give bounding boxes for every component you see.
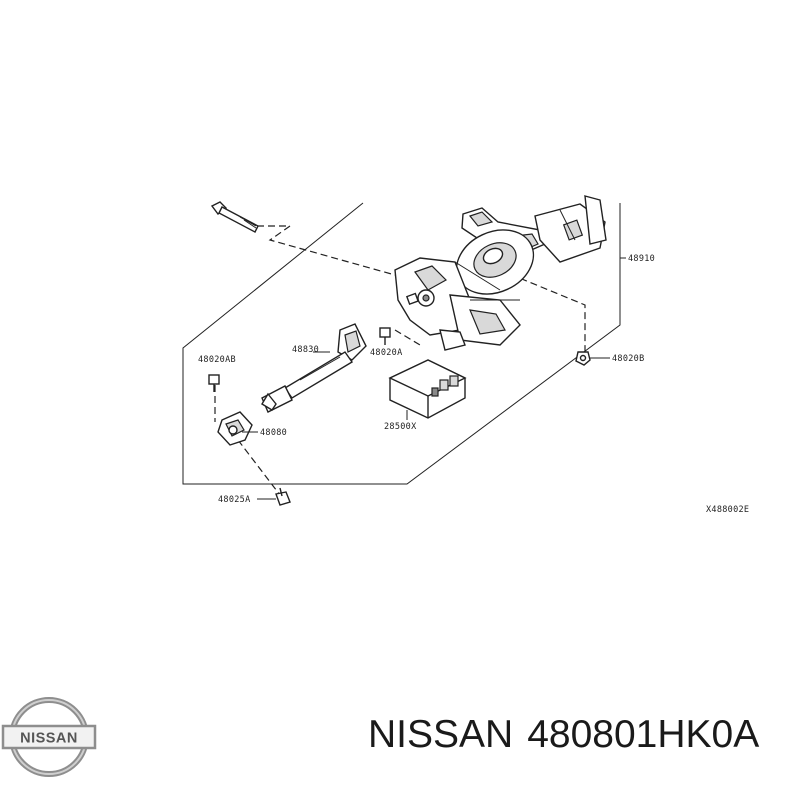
diagram-frame	[182, 202, 626, 485]
brand-name: NISSAN	[368, 713, 514, 756]
steering-column-assembly	[394, 195, 607, 351]
nut-48020B	[575, 351, 591, 366]
callout-48830: 48830	[292, 345, 319, 355]
callout-48910: 48910	[628, 254, 655, 264]
control-unit-28500X	[388, 359, 467, 419]
bolt-48020AB	[208, 374, 220, 392]
dashed-leaders	[214, 225, 586, 496]
callout-leaders	[242, 351, 610, 500]
part-title: NISSAN 480801HK0A	[368, 713, 773, 757]
callout-48080: 48080	[260, 428, 287, 438]
nissan-logo: NISSAN	[1, 697, 97, 777]
intermediate-shaft	[261, 323, 367, 413]
callout-48020B: 48020B	[612, 354, 645, 364]
nissan-logo-text: NISSAN	[20, 731, 78, 747]
bolt-48020A	[379, 327, 391, 345]
callout-48020A: 48020A	[370, 348, 403, 358]
column-mounting-bolt	[210, 201, 259, 233]
callout-48025A: 48025A	[218, 495, 251, 505]
diagram-reference-code: X488002E	[706, 505, 749, 515]
lower-universal-joint	[217, 411, 253, 446]
callout-48020AB: 48020AB	[198, 355, 236, 365]
part-number: 480801HK0A	[527, 713, 760, 756]
bolt-48025A	[275, 487, 291, 506]
callout-28500X: 28500X	[384, 422, 417, 432]
callout-labels: 48910 48830 48020AB 48020A 48020B 48080 …	[198, 254, 749, 515]
small-fasteners	[208, 327, 591, 506]
